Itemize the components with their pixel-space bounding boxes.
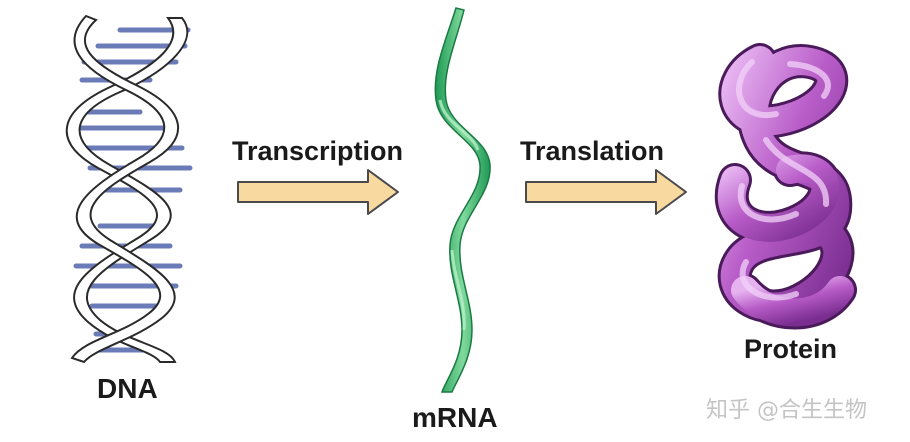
dna-label: DNA bbox=[97, 373, 158, 404]
transcription-label: Transcription bbox=[232, 136, 404, 166]
transcription-arrow-icon bbox=[237, 169, 399, 215]
mrna-strand-icon bbox=[434, 7, 491, 393]
dna-helix-icon bbox=[66, 14, 193, 364]
protein-fold-icon bbox=[714, 43, 857, 330]
mrna-label: mRNA bbox=[412, 402, 498, 433]
translation-label: Translation bbox=[520, 136, 665, 166]
translation-arrow-icon bbox=[525, 169, 687, 215]
dna-strand-a bbox=[66, 17, 189, 363]
dna-strand-b bbox=[70, 14, 179, 364]
protein-label: Protein bbox=[744, 334, 838, 364]
watermark-text: 知乎 @合生生物 bbox=[706, 398, 867, 423]
